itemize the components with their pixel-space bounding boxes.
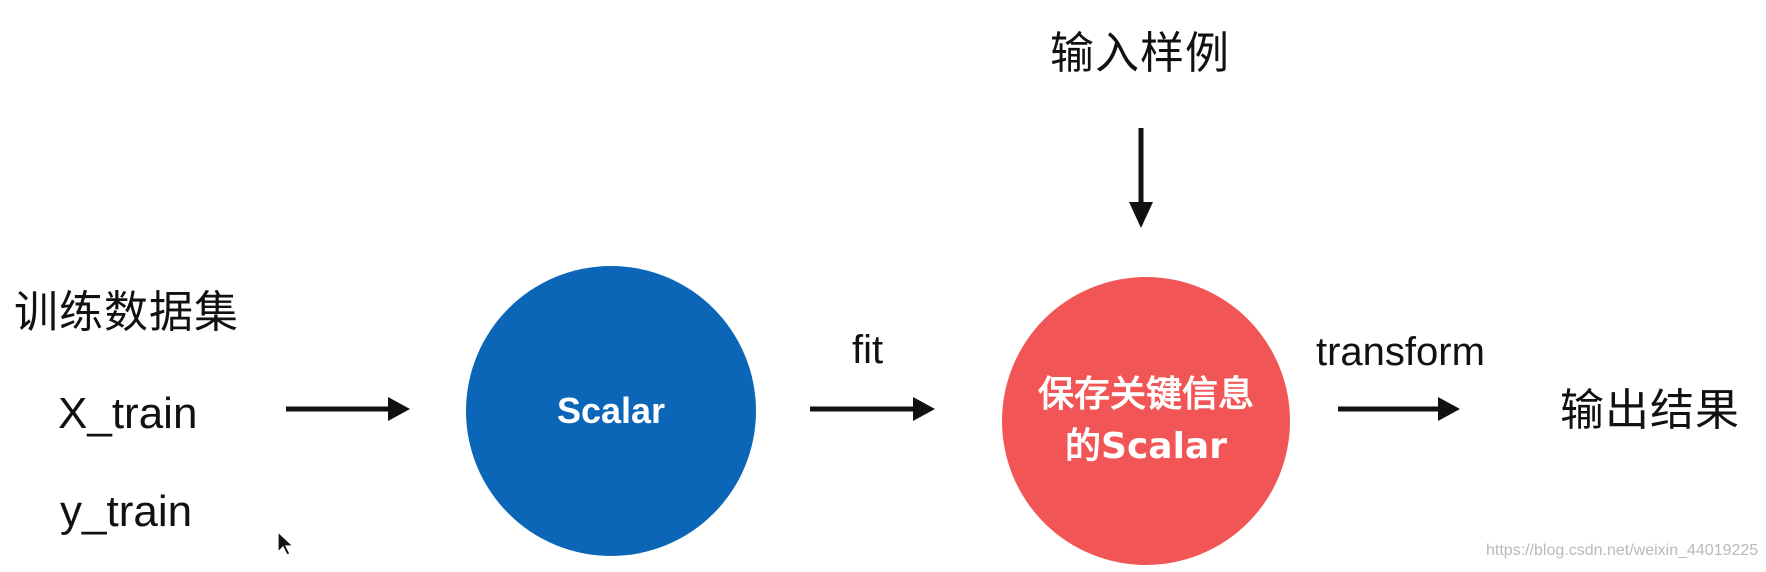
x-train-label: X_train (58, 389, 198, 438)
scalar-node-label: Scalar (556, 390, 666, 431)
transform-label: transform (1316, 330, 1485, 374)
saved-scalar-line2: 的Scalar (1065, 426, 1227, 467)
arrow-transform (1338, 397, 1460, 421)
training-dataset-title: 训练数据集 (14, 287, 239, 338)
scalar-node: Scalar (466, 266, 756, 556)
saved-scalar-node: 保存关键信息 的Scalar (1002, 277, 1290, 565)
y-train-label: y_train (60, 487, 193, 536)
arrow-sample-input (1129, 128, 1153, 228)
watermark-url: https://blog.csdn.net/weixin_44019225 (1486, 542, 1759, 559)
output-result-label: 输出结果 (1560, 385, 1740, 436)
saved-scalar-line1: 保存关键信息 (1037, 373, 1254, 415)
sample-input-label: 输入样例 (1050, 28, 1230, 79)
mouse-cursor-icon (277, 530, 295, 556)
arrow-input-to-scalar (286, 397, 410, 421)
arrow-fit (810, 397, 935, 421)
fit-label: fit (852, 328, 884, 372)
